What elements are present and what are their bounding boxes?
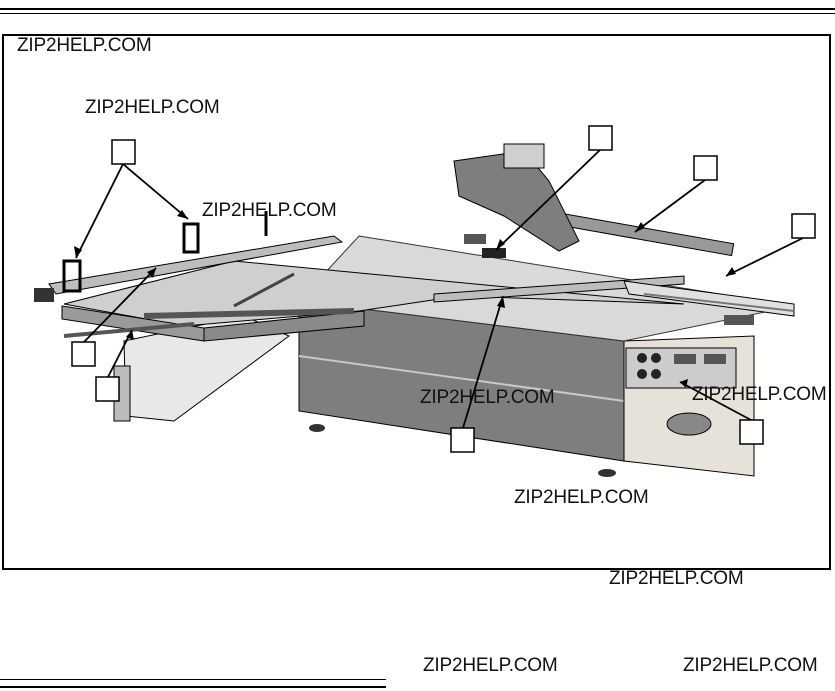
callout-box-extension: [791, 213, 816, 239]
callout-box-outrigger: [95, 376, 120, 402]
watermark: ZIP2HELP.COM: [420, 387, 555, 408]
callout-box-top-left: [111, 139, 136, 165]
leader-arrowheads: [74, 210, 736, 388]
callout-box-fence-stop: [450, 427, 475, 453]
blade-guard: [453, 143, 580, 258]
callout-box-blade: [588, 125, 613, 151]
watermark: ZIP2HELP.COM: [683, 655, 818, 676]
watermark: ZIP2HELP.COM: [17, 35, 152, 56]
watermark: ZIP2HELP.COM: [202, 200, 337, 221]
watermark: ZIP2HELP.COM: [514, 487, 649, 508]
header-rule-top: [0, 8, 835, 10]
watermark: ZIP2HELP.COM: [692, 384, 827, 405]
watermark: ZIP2HELP.COM: [609, 568, 744, 589]
callout-box-sliding-table: [71, 341, 96, 367]
footer-rule-top: [0, 679, 386, 680]
rip-fence: [433, 212, 735, 303]
watermark: ZIP2HELP.COM: [85, 97, 220, 118]
extension-table: [623, 280, 795, 325]
callout-box-control-panel: [739, 419, 764, 445]
brand-badge: [666, 412, 712, 436]
leader-lines: [75, 149, 804, 429]
watermark: ZIP2HELP.COM: [423, 655, 558, 676]
crosscut-fence: [34, 211, 344, 302]
footer-rule-bottom: [0, 686, 386, 688]
callout-box-rip-fence: [693, 155, 718, 181]
figure-frame: [2, 34, 831, 570]
sliding-table-saw-illustration: [34, 125, 816, 477]
header-rule-bottom: [0, 13, 835, 14]
sliding-table: [61, 260, 685, 342]
saw-cabinet: [297, 235, 795, 477]
